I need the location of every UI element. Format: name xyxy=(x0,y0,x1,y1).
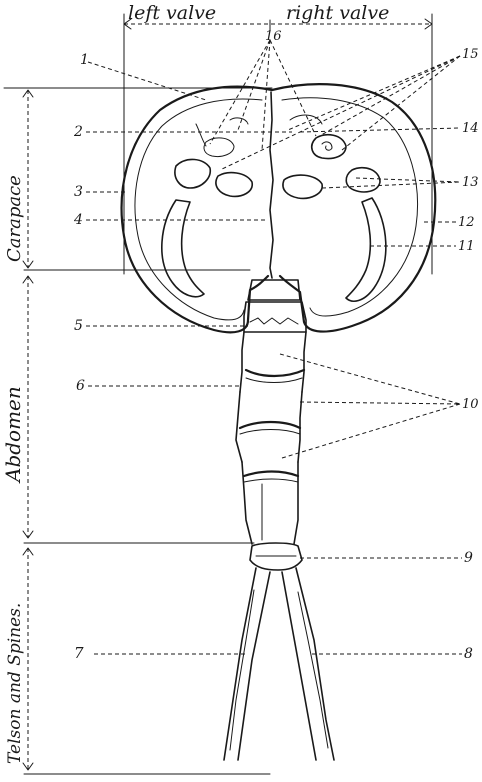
part-label-13: 13 xyxy=(462,175,479,190)
part-label-14: 14 xyxy=(462,121,479,136)
carapace-label: Carapace xyxy=(4,175,25,262)
abdomen-label: Abdomen xyxy=(1,386,25,484)
part-label-6: 6 xyxy=(76,378,85,394)
part-label-12: 12 xyxy=(458,215,475,230)
part-label-3: 3 xyxy=(74,184,83,200)
abdomen-bracket xyxy=(23,276,254,543)
part-label-8: 8 xyxy=(464,646,473,662)
right-valve xyxy=(272,84,435,331)
right-valve-label: right valve xyxy=(286,2,389,24)
furcal-spines xyxy=(224,568,334,760)
part-label-2: 2 xyxy=(73,124,83,140)
part-label-11: 11 xyxy=(458,239,475,254)
median-hinge xyxy=(270,92,273,278)
left-valve-label: left valve xyxy=(128,2,216,24)
abdomen xyxy=(236,280,306,544)
part-label-5: 5 xyxy=(74,318,83,334)
telson xyxy=(250,543,302,570)
leader-lines xyxy=(86,40,462,654)
part-label-15: 15 xyxy=(462,47,479,62)
telson-bracket xyxy=(23,548,270,774)
part-label-16: 16 xyxy=(265,29,282,44)
part-label-9: 9 xyxy=(464,550,473,566)
carapace-bracket xyxy=(4,88,272,270)
part-label-7: 7 xyxy=(74,644,84,662)
part-label-4: 4 xyxy=(73,212,83,228)
part-label-10: 10 xyxy=(462,397,479,412)
part-label-1: 1 xyxy=(80,52,89,68)
telson-label: Telson and Spines. xyxy=(5,603,25,764)
